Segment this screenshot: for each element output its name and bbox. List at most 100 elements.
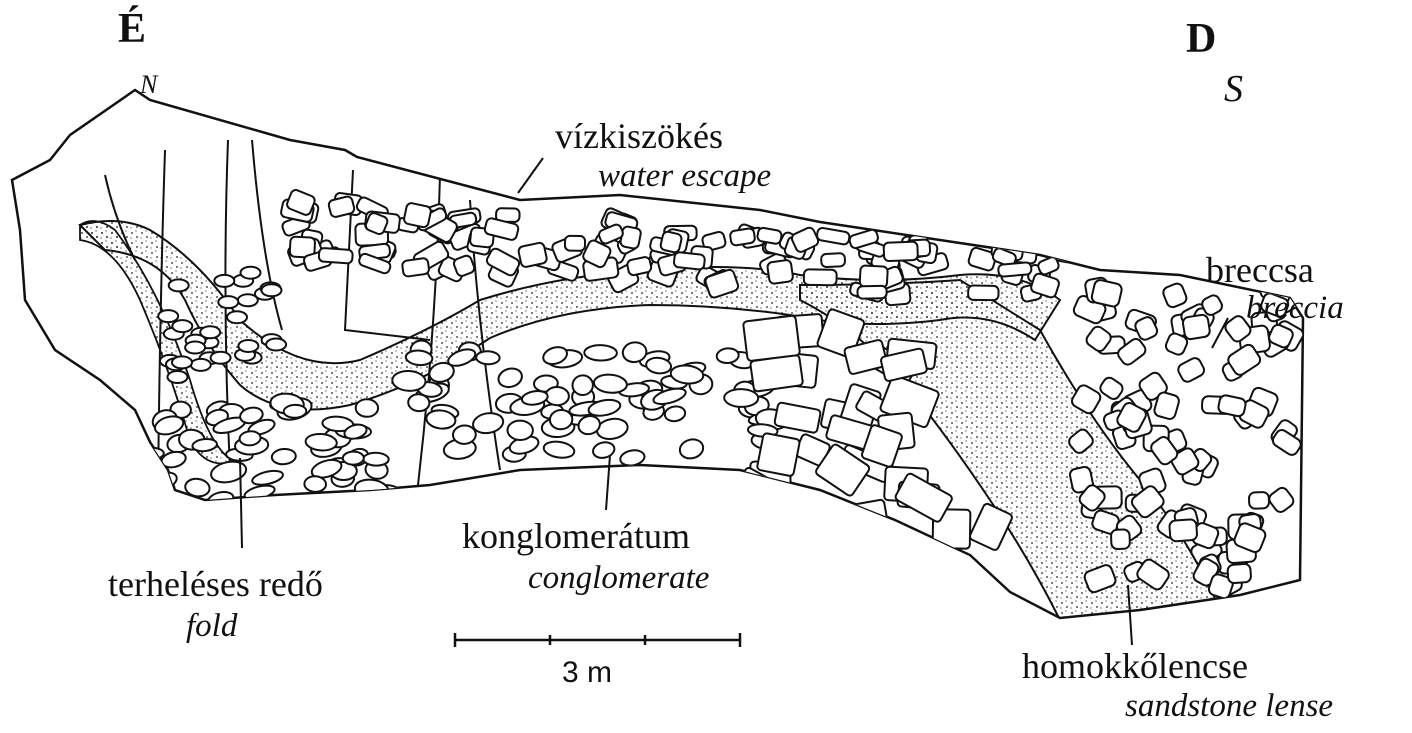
pebble: [211, 352, 231, 364]
north-label-en: N: [140, 72, 157, 98]
pebble: [172, 356, 192, 368]
breccia-label-hu: breccsa: [1206, 252, 1314, 288]
scale-bar-label: 3 m: [562, 656, 612, 690]
pebble: [142, 469, 180, 497]
pebble: [476, 351, 500, 365]
clast: [403, 202, 432, 228]
clast: [816, 227, 850, 245]
clast: [565, 236, 585, 251]
clast: [620, 226, 642, 249]
clast: [757, 227, 782, 244]
pebble: [196, 498, 227, 519]
water-escape-label-en: water escape: [598, 160, 771, 193]
pebble: [238, 294, 258, 306]
pebble: [172, 320, 192, 332]
clast: [1111, 529, 1130, 549]
clast: [673, 252, 705, 270]
conglomerate-leader: [606, 455, 610, 510]
clast: [319, 248, 353, 264]
pebble: [408, 393, 431, 412]
pebble: [507, 420, 533, 440]
pebble: [356, 399, 379, 417]
breccia-label-en: breccia: [1246, 292, 1344, 325]
clast: [1091, 279, 1123, 308]
pebble: [265, 495, 295, 514]
clast: [804, 269, 837, 285]
pebble: [227, 311, 247, 323]
pebble: [283, 405, 306, 419]
fold-label-hu: terheléses redő: [108, 566, 323, 602]
clast: [767, 260, 794, 285]
pebble: [243, 483, 276, 502]
clast: [835, 499, 890, 539]
clast: [1162, 282, 1189, 309]
water-escape-leader: [518, 158, 543, 193]
pebble: [584, 345, 617, 361]
pebble: [200, 326, 220, 338]
pebble: [185, 342, 205, 354]
clast: [1267, 486, 1296, 515]
pebble: [214, 275, 234, 287]
pebble: [496, 366, 524, 390]
clast: [743, 315, 800, 361]
pebble: [724, 389, 758, 407]
clast: [730, 228, 756, 246]
south-label-en: S: [1224, 70, 1243, 108]
pebble: [343, 451, 364, 464]
breccia-leader: [1212, 318, 1228, 348]
pebble: [363, 453, 389, 466]
pebble: [158, 310, 178, 322]
pebble: [241, 267, 261, 279]
clast: [760, 511, 797, 545]
clast: [998, 262, 1032, 277]
pebble: [545, 387, 569, 406]
sandstone-lens-label-hu: homokkőlencse: [1022, 648, 1248, 684]
pebble: [169, 279, 189, 291]
outcrop-interior: [80, 140, 1306, 620]
clast: [1098, 375, 1125, 401]
clast: [1182, 314, 1210, 340]
clast: [884, 242, 918, 262]
pebble: [595, 416, 629, 441]
pebble: [191, 359, 211, 371]
clast: [1176, 356, 1206, 384]
sandstone-lens-label-en: sandstone lense: [1125, 690, 1333, 723]
clast: [789, 502, 847, 549]
pebble: [218, 296, 238, 308]
clast: [857, 286, 886, 299]
conglomerate-label-hu: konglomerátum: [462, 518, 690, 554]
pebble: [266, 339, 286, 351]
south-label-hu: D: [1186, 18, 1216, 60]
pebble: [664, 405, 686, 423]
clast: [1169, 519, 1197, 542]
clast: [821, 253, 845, 267]
clast: [660, 231, 683, 253]
pebble: [453, 425, 477, 445]
scale-bar: [455, 633, 740, 647]
pebble: [262, 284, 282, 296]
pebble: [271, 448, 296, 465]
pebble: [716, 347, 739, 363]
pebble: [238, 340, 258, 352]
pebble: [593, 373, 627, 394]
clast: [1249, 492, 1269, 509]
clast: [968, 285, 999, 300]
water-escape-label-hu: vízkiszökés: [555, 118, 723, 154]
clast: [860, 265, 888, 288]
clast: [518, 242, 548, 268]
pebble: [591, 440, 615, 460]
conglomerate-label-en: conglomerate: [528, 562, 709, 595]
fold-label-en: fold: [186, 610, 237, 643]
clast: [1227, 564, 1251, 584]
pebble: [239, 430, 261, 446]
pebble: [543, 440, 576, 460]
pebble: [572, 375, 594, 396]
pebble: [168, 371, 188, 383]
pebble: [392, 370, 426, 392]
clast: [402, 258, 430, 277]
pebble: [251, 468, 284, 487]
north-label-hu: É: [118, 8, 146, 50]
clast: [757, 433, 800, 477]
pebble: [471, 411, 504, 436]
